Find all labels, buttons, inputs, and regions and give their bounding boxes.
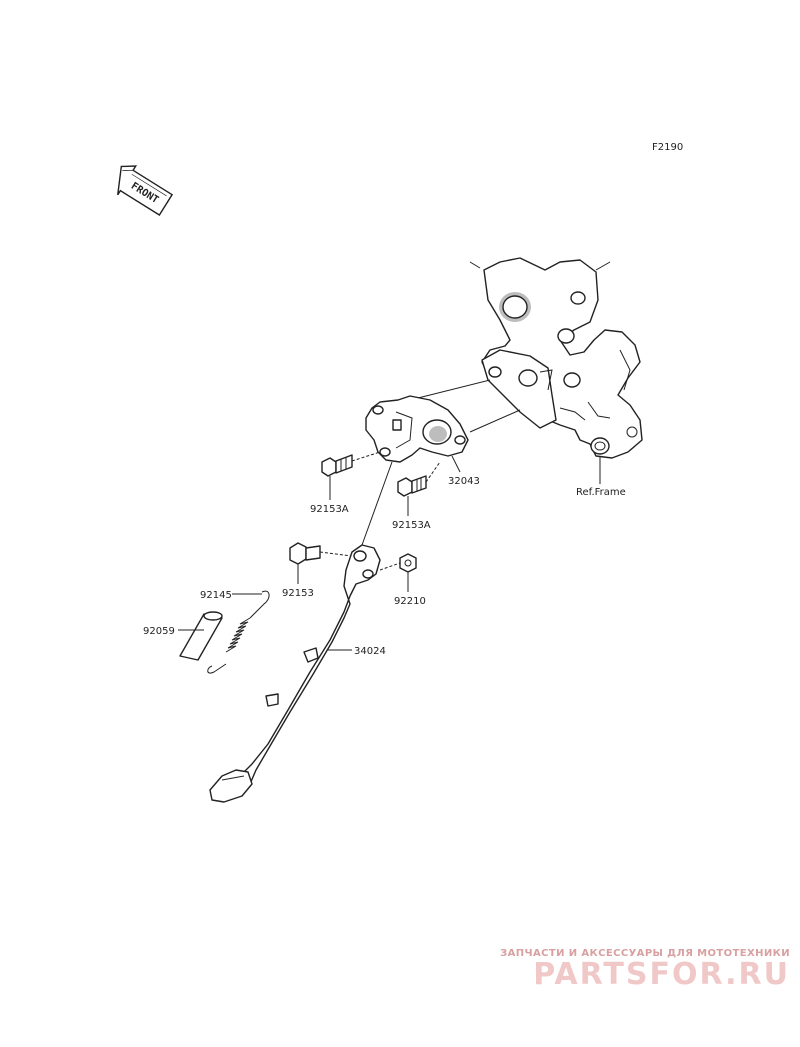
watermark: ЗАПЧАСТИ И АКСЕССУАРЫ ДЛЯ МОТОТЕХНИКИ PA… (500, 948, 790, 991)
part-label-92059: 92059 (143, 626, 175, 637)
ref-frame-label: Ref.Frame (576, 487, 626, 498)
bolt-92153a-lower (397, 461, 441, 516)
part-label-92210: 92210 (394, 596, 426, 607)
part-label-92153a-lower: 92153A (392, 520, 431, 531)
part-label-32043: 32043 (448, 476, 480, 487)
nut-92210 (379, 553, 417, 592)
front-arrow-icon: FRONT (117, 165, 174, 216)
watermark-site: PARTSFOR.RU (533, 957, 790, 992)
part-label-92153a-upper: 92153A (310, 504, 349, 515)
part-label-92153: 92153 (282, 588, 314, 599)
side-stand-34024 (209, 544, 381, 803)
watermark-tagline: ЗАПЧАСТИ И АКСЕССУАРЫ ДЛЯ МОТОТЕХНИКИ (500, 948, 790, 959)
spring-92145 (207, 590, 270, 674)
figure-code: F2190 (652, 142, 683, 153)
collar-92059 (178, 611, 223, 661)
frame-reference (469, 257, 643, 484)
bolt-92153a-upper (321, 451, 381, 500)
part-label-92145: 92145 (200, 590, 232, 601)
pivot-bolt-92153 (289, 542, 353, 584)
stand-bracket (365, 395, 469, 473)
part-label-34024: 34024 (354, 646, 386, 657)
